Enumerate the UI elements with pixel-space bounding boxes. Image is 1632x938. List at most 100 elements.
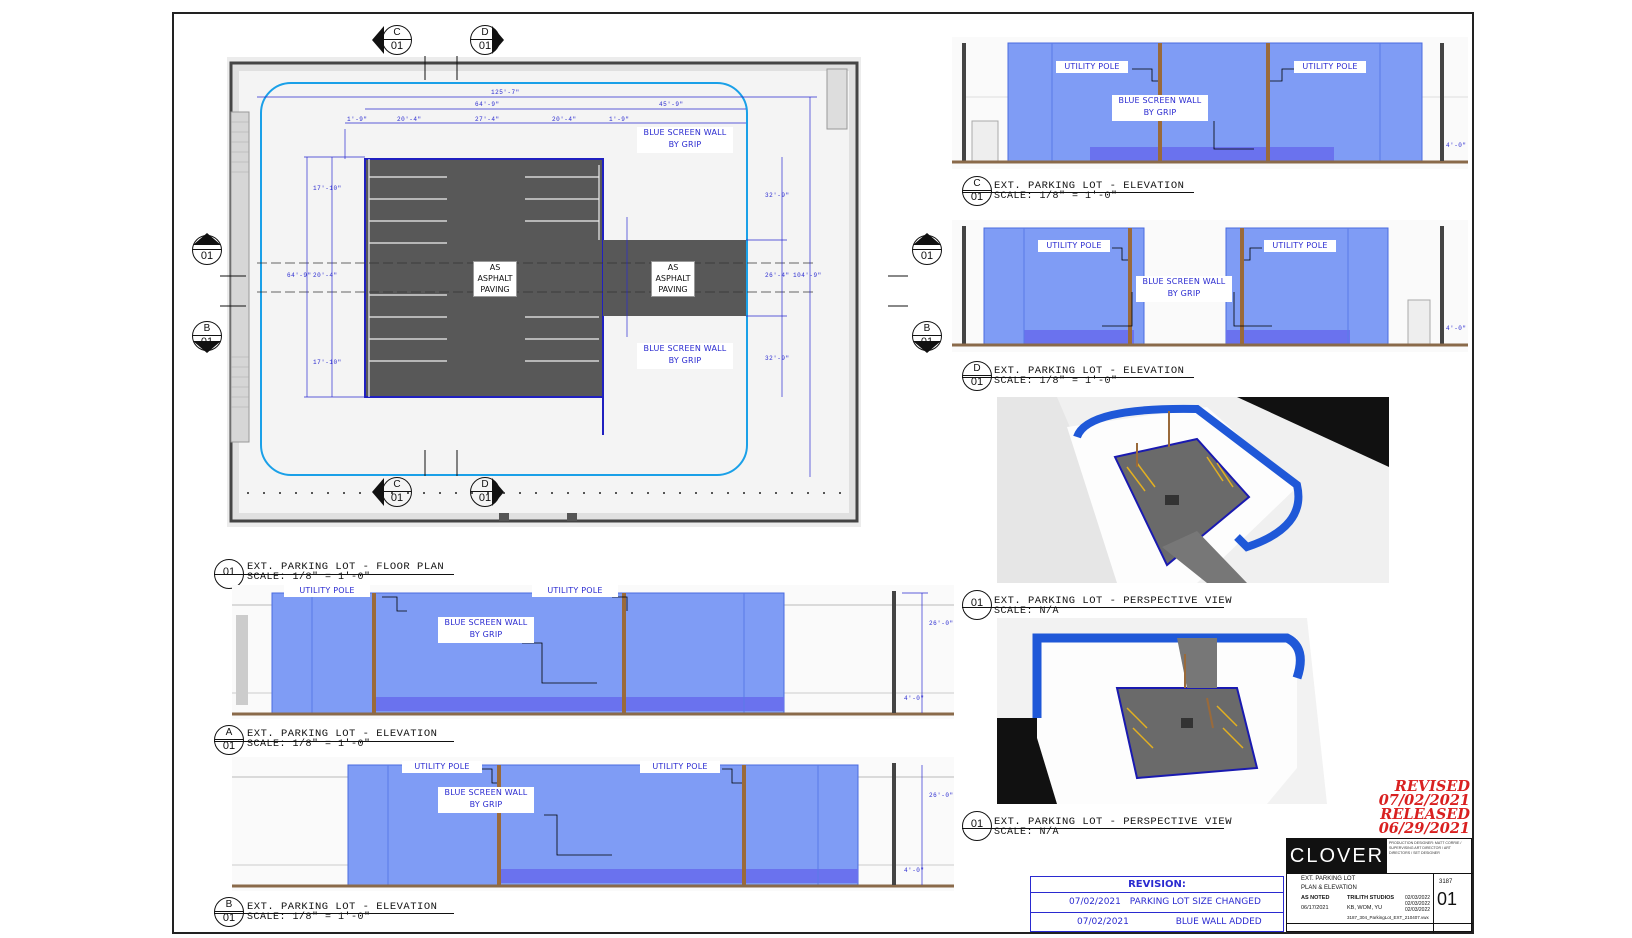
dim-vl3: 17'-10" [313, 359, 342, 366]
tb-date-c: 02/03/2022 [1405, 907, 1431, 913]
elev-d-base-dim: 4'-0" [1446, 325, 1467, 332]
tb-date-b: 02/03/2022 [1405, 901, 1431, 907]
revised-released-stamp: REVISED 07/02/2021 RELEASED 06/29/2021 [1378, 778, 1470, 837]
floor-plan-drawing [227, 57, 861, 527]
dim-d4: 20'-4" [552, 116, 577, 123]
tb-date: 06/17/2021 [1301, 905, 1329, 911]
tb-scale: AS NOTED [1301, 895, 1330, 901]
tb-location: TRILITH STUDIOS [1347, 895, 1395, 901]
perspective-view-1 [997, 397, 1389, 583]
utility-pole-tag-a1: UTILITY POLE [284, 585, 370, 597]
sheet-name: PLAN & ELEVATION [1301, 885, 1357, 891]
elev-c-title-rule [962, 192, 1194, 193]
utility-pole-tag-d1: UTILITY POLE [1038, 240, 1110, 252]
tb-divider [1433, 873, 1434, 933]
elevation-b: UTILITY POLE UTILITY POLE BLUE SCREEN WA… [232, 757, 954, 891]
persp-2-title-rule [962, 828, 1224, 829]
sheet-number: 01 [1437, 889, 1458, 909]
elev-b-title-rule [214, 913, 454, 914]
utility-pole-tag-b2: UTILITY POLE [640, 761, 720, 773]
dim-v3: 32'-9" [765, 355, 790, 362]
dim-v4: 104'-9" [793, 272, 822, 279]
set-name: EXT. PARKING LOT [1301, 876, 1356, 882]
floor-plan: 125'-7" 64'-9" 45'-9" 1'-9" 20'-4" 27'-4… [227, 57, 861, 527]
title-block-credits: PRODUCTION DESIGNER: MATT CORRIE / SUPER… [1389, 841, 1462, 855]
blue-wall-tag-a: BLUE SCREEN WALL BY GRIP [438, 617, 534, 643]
revision-row-2: 07/02/2021 BLUE WALL ADDED [1077, 917, 1262, 927]
revision-row-1: 07/02/2021 PARKING LOT SIZE CHANGED [1031, 893, 1283, 913]
blue-wall-tag-c: BLUE SCREEN WALL BY GRIP [1112, 95, 1208, 121]
revision-box: REVISION: 07/02/2021 PARKING LOT SIZE CH… [1030, 876, 1284, 932]
elevation-c-drawing [952, 37, 1468, 169]
utility-pole-tag-a2: UTILITY POLE [532, 585, 618, 597]
elev-a-base-dim: 4'-0" [904, 695, 925, 702]
elev-a-title-rule [214, 741, 454, 742]
clover-logo: CLOVER [1287, 839, 1387, 873]
elevation-a: UTILITY POLE UTILITY POLE BLUE SCREEN WA… [232, 585, 954, 719]
tb-file: 3187_304_ParkingLot_EXT_210407.vwx [1347, 915, 1429, 920]
dim-vl1: 17'-10" [313, 185, 342, 192]
tb-rule [1287, 873, 1473, 874]
blue-wall-tag-top: BLUE SCREEN WALL BY GRIP [637, 127, 733, 153]
blue-wall-tag-d: BLUE SCREEN WALL BY GRIP [1136, 276, 1232, 302]
dim-vl2: 20'-4" [313, 272, 338, 279]
elevation-c: UTILITY POLE UTILITY POLE BLUE SCREEN WA… [952, 37, 1468, 169]
revision-heading: REVISION: [1031, 877, 1283, 893]
dim-d1: 1'-9" [347, 116, 368, 123]
utility-pole-tag-b1: UTILITY POLE [402, 761, 482, 773]
elev-a-height-dim: 26'-0" [929, 620, 954, 627]
dim-overall: 125'-7" [491, 89, 520, 96]
dim-d2: 20'-4" [397, 116, 422, 123]
dim-right-span: 45'-9" [659, 101, 684, 108]
elev-c-base-dim: 4'-0" [1446, 142, 1467, 149]
dim-left-span: 64'-9" [475, 101, 500, 108]
dim-v2: 26'-4" [765, 272, 790, 279]
elevation-b-drawing [232, 757, 954, 891]
dim-d3: 27'-4" [475, 116, 500, 123]
elevation-d: UTILITY POLE UTILITY POLE BLUE SCREEN WA… [952, 220, 1468, 352]
tb-date-a: 02/03/2022 [1405, 895, 1431, 901]
paving-tag-right: AS ASPHALT PAVING [651, 261, 695, 297]
floor-plan-title-rule [214, 574, 454, 575]
title-block: CLOVER PRODUCTION DESIGNER: MATT CORRIE … [1286, 838, 1473, 933]
dim-v1: 32'-9" [765, 192, 790, 199]
elev-b-base-dim: 4'-0" [904, 867, 925, 874]
utility-pole-tag-c2: UTILITY POLE [1294, 61, 1366, 73]
persp-1-title-rule [962, 607, 1224, 608]
perspective-1-render [997, 397, 1389, 583]
perspective-2-render [997, 618, 1389, 804]
paving-tag-left: AS ASPHALT PAVING [473, 261, 517, 297]
utility-pole-tag-d2: UTILITY POLE [1264, 240, 1336, 252]
blue-wall-tag-b: BLUE SCREEN WALL BY GRIP [438, 787, 534, 813]
perspective-view-2 [997, 618, 1389, 804]
elev-d-title-rule [962, 377, 1194, 378]
tb-bottom-rule [1287, 923, 1473, 924]
project-number: 3187 [1439, 879, 1453, 885]
utility-pole-tag-c1: UTILITY POLE [1056, 61, 1128, 73]
blue-wall-tag-bottom: BLUE SCREEN WALL BY GRIP [637, 343, 733, 369]
dim-d5: 1'-9" [609, 116, 630, 123]
tb-drawn-by: KB, WOM, YU [1347, 905, 1383, 911]
dim-vl4: 64'-9" [287, 272, 312, 279]
persp-1-title-marker: 01 [962, 590, 992, 620]
persp-2-title-marker: 01 [962, 811, 992, 841]
